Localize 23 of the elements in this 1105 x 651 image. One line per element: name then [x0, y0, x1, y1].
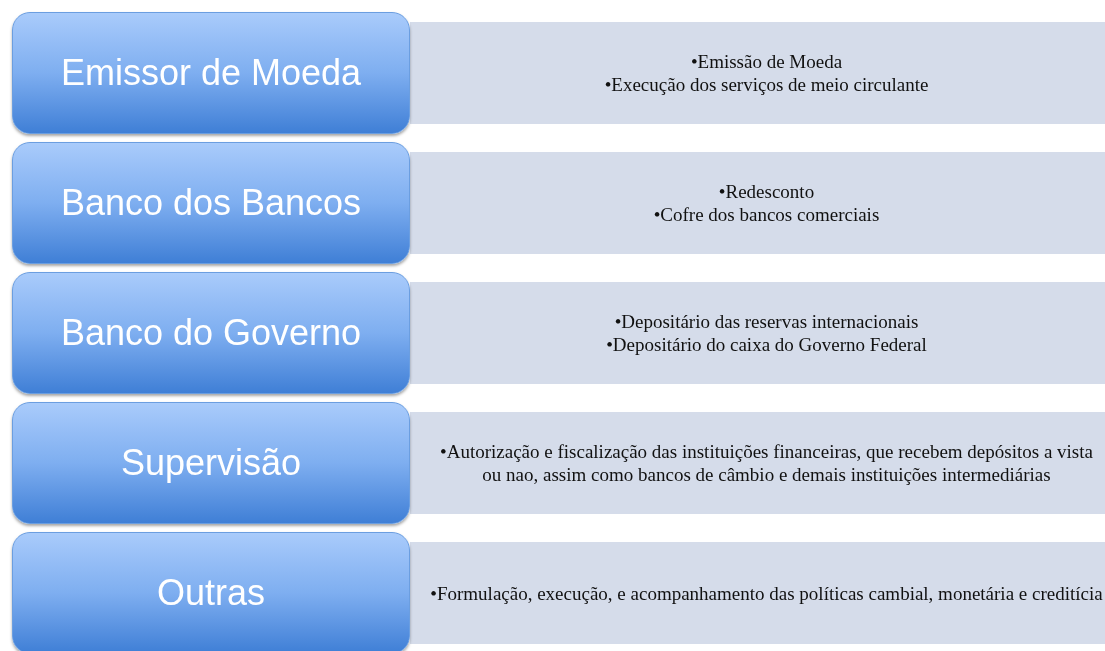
category-title: Supervisão: [120, 442, 302, 484]
description-panel: [410, 22, 1105, 124]
bullet-text: •Depositário das reservas internacionais: [614, 310, 919, 333]
category-title: Banco do Governo: [60, 312, 362, 354]
category-title: Banco dos Bancos: [60, 182, 362, 224]
bullet-text: •Autorização e fiscalização das instituições financeiras, que recebem depósitos a vista ou nao, assim como bancos de câmbio e demais instituições intermediárias: [439, 440, 1094, 486]
bullet-text: •Formulação, execução, e acompanhamento das políticas cambial, monetária e creditícia: [430, 581, 1103, 605]
bullet-text: •Cofre dos bancos comerciais: [653, 203, 880, 226]
category-box: [12, 12, 410, 134]
description-panel: [410, 152, 1105, 254]
category-title: Outras: [156, 572, 265, 614]
bullet-text: •Depositário do caixa do Governo Federal: [606, 333, 927, 356]
bullet-text: •Redesconto: [718, 180, 815, 203]
category-box: [12, 532, 410, 651]
description-panel: [410, 282, 1105, 384]
category-title: Emissor de Moeda: [60, 52, 362, 94]
bullet-text: •Emissão de Moeda: [690, 50, 843, 73]
category-box: [12, 272, 410, 394]
bullet-text: •Execução dos serviços de meio circulante: [604, 73, 929, 96]
category-box: [12, 142, 410, 264]
description-panel: [410, 412, 1105, 514]
category-box: [12, 402, 410, 524]
description-panel: [410, 542, 1105, 644]
